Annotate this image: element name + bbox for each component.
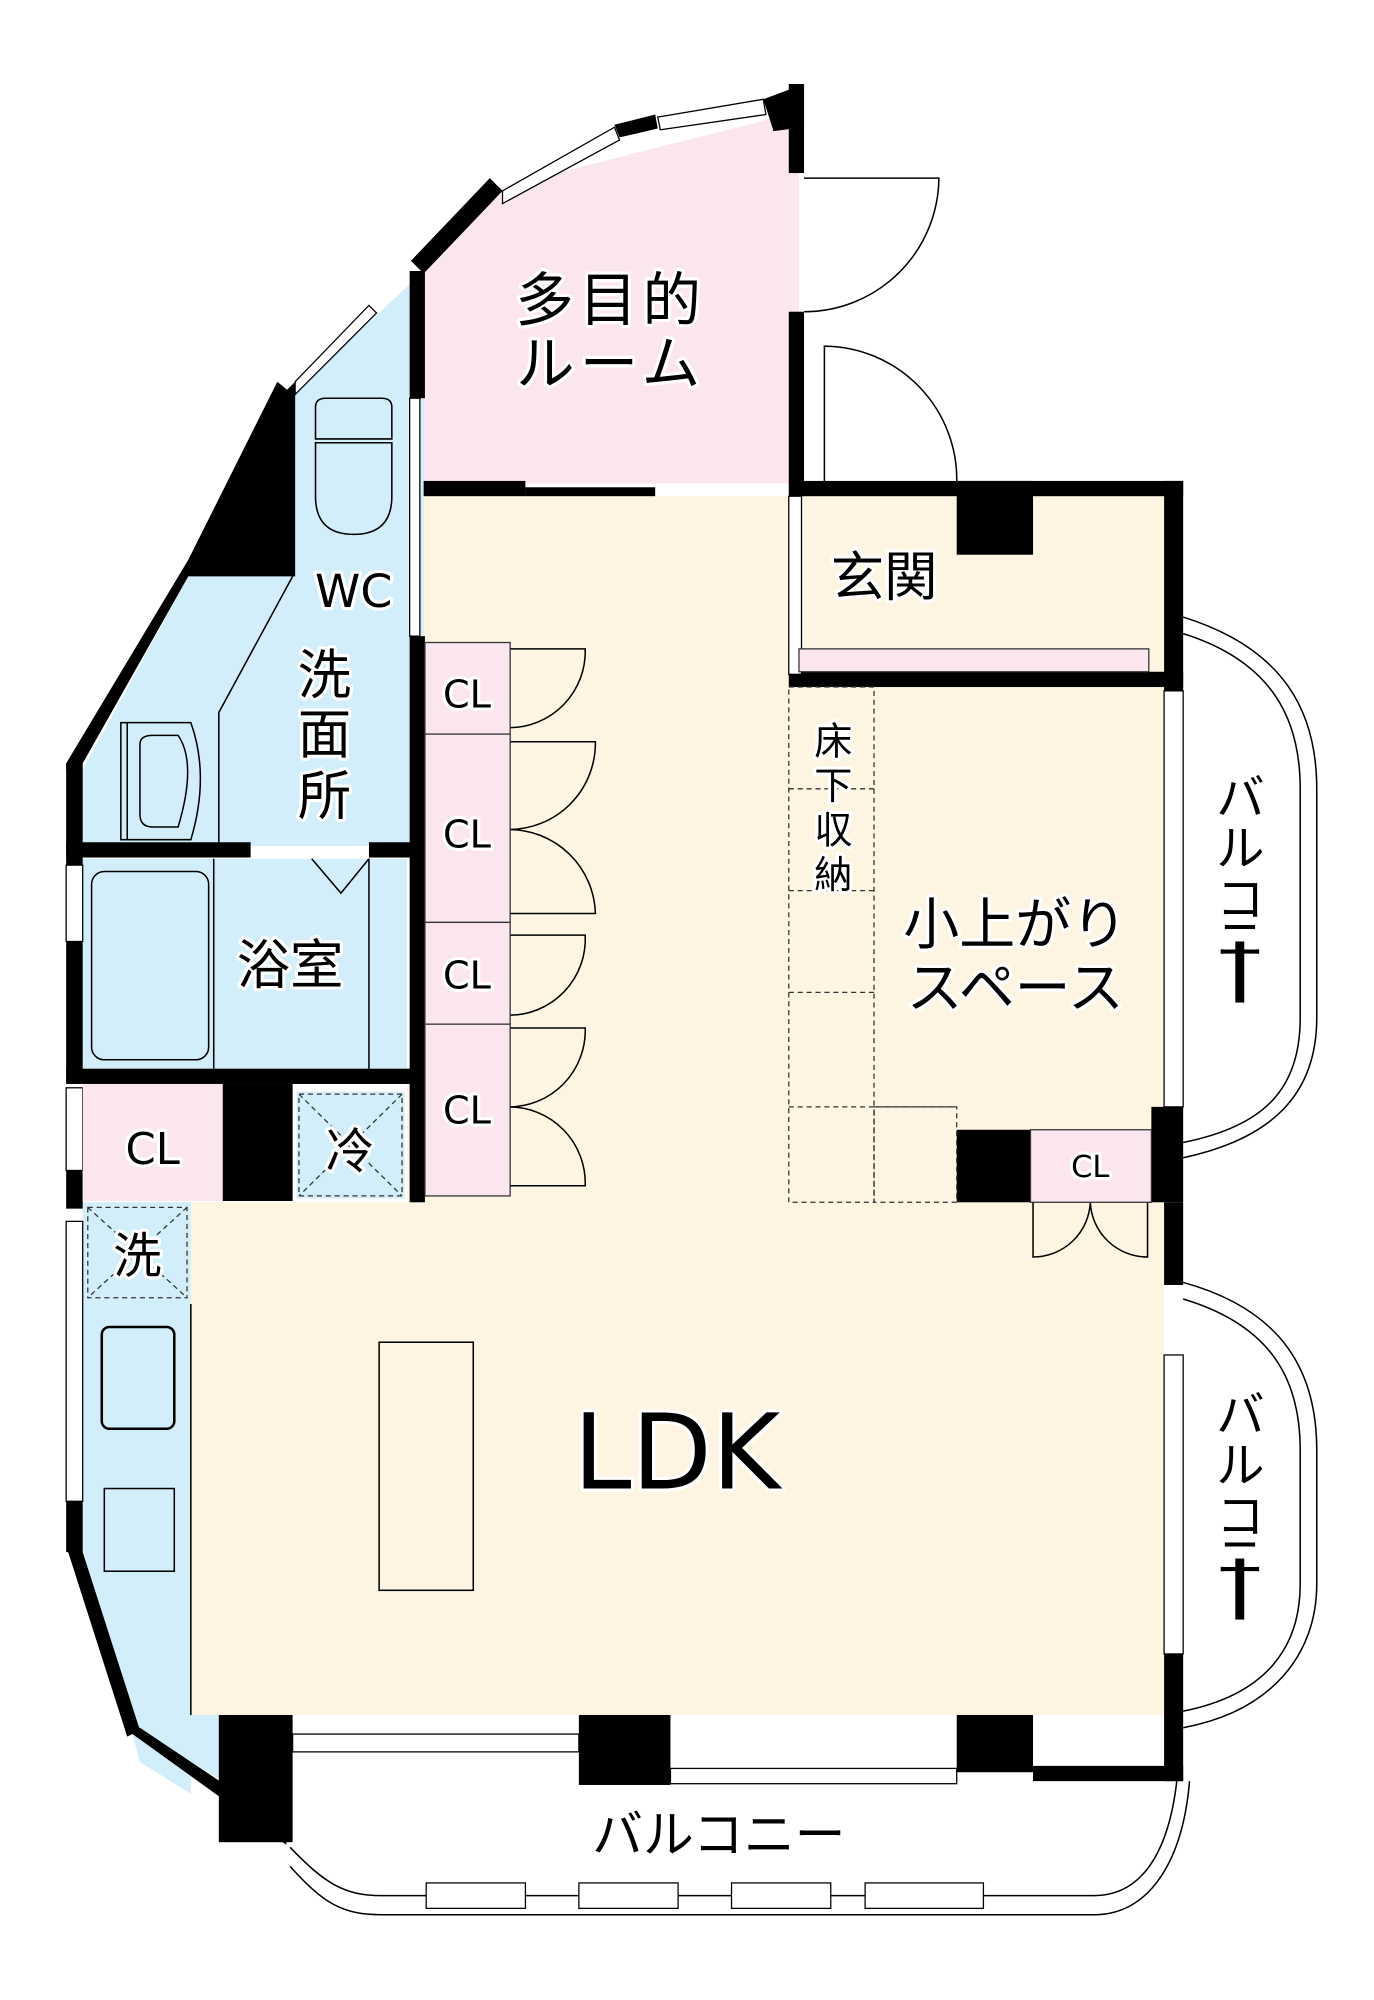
- label-washer: 洗: [113, 1228, 161, 1284]
- label-balcony-right-bottom-2: ル: [1216, 1438, 1264, 1494]
- label-underfloor-2: 下: [814, 764, 852, 808]
- closet-6[interactable]: [1029, 1129, 1152, 1203]
- label-balcony-right-top-5: [1235, 941, 1245, 1003]
- label-loft-2: スペース: [907, 957, 1124, 1022]
- label-balcony-bottom: バルコニー: [592, 1805, 845, 1864]
- label-closet-3: CL: [443, 954, 492, 998]
- balconies: [289, 616, 1318, 1916]
- label-closet-5: CL: [126, 1125, 180, 1175]
- label-washroom-2: 面: [298, 703, 351, 766]
- label-multipurpose-2: ルーム: [516, 330, 705, 398]
- label-ldk: LDK: [573, 1392, 782, 1514]
- label-wc: WC: [315, 564, 392, 618]
- room-multipurpose[interactable]: [423, 108, 799, 484]
- label-closet-2: CL: [443, 812, 492, 856]
- label-balcony-right-bottom-5: [1235, 1558, 1245, 1620]
- label-closet-1: CL: [443, 672, 492, 716]
- label-balcony-right-top-2: ル: [1216, 821, 1264, 877]
- stove-icon: [103, 1487, 176, 1572]
- walls: [66, 84, 1184, 1845]
- label-entrance: 玄関: [831, 545, 938, 608]
- closet-1[interactable]: [424, 641, 511, 735]
- room-bathroom[interactable]: [82, 858, 408, 1069]
- label-washroom-3: 所: [298, 764, 351, 827]
- label-fridge: 冷: [326, 1124, 374, 1180]
- room-labels: 多目的 ルーム WC 洗 面 所 浴室 玄関 床 下 収 納 小上がり スペース…: [110, 263, 1265, 1864]
- bathtub-icon: [90, 870, 210, 1061]
- label-bathroom: 浴室: [237, 933, 344, 996]
- label-closet-6: CL: [1071, 1150, 1109, 1185]
- closet-5[interactable]: [82, 1083, 223, 1202]
- label-balcony-right-bottom-3: コ: [1216, 1489, 1264, 1545]
- label-multipurpose-1: 多目的: [515, 267, 706, 335]
- toilet-icon: [314, 397, 393, 440]
- label-washroom-1: 洗: [298, 643, 351, 706]
- sink-icon: [127, 721, 202, 841]
- closet-3[interactable]: [424, 921, 511, 1025]
- label-balcony-right-bottom-1: バ: [1216, 1387, 1264, 1443]
- windows: [65, 98, 1184, 1785]
- closet-4[interactable]: [424, 1023, 511, 1197]
- label-underfloor-1: 床: [814, 719, 852, 763]
- label-underfloor-4: 納: [814, 853, 852, 897]
- label-loft-1: 小上がり: [903, 893, 1127, 958]
- closets: [82, 641, 1152, 1203]
- kitchen-island: [378, 1341, 475, 1592]
- entrance-shelf: [798, 648, 1150, 673]
- kitchen-sink-icon: [100, 1325, 176, 1431]
- label-balcony-right-top-1: バ: [1216, 770, 1264, 826]
- room-loft-space[interactable]: [788, 687, 1165, 1203]
- room-washroom-wc[interactable]: [82, 271, 424, 847]
- label-closet-4: CL: [443, 1088, 492, 1132]
- label-balcony-right-top-3: コ: [1216, 872, 1264, 928]
- label-underfloor-3: 収: [814, 809, 852, 853]
- fixtures: [85, 397, 958, 1715]
